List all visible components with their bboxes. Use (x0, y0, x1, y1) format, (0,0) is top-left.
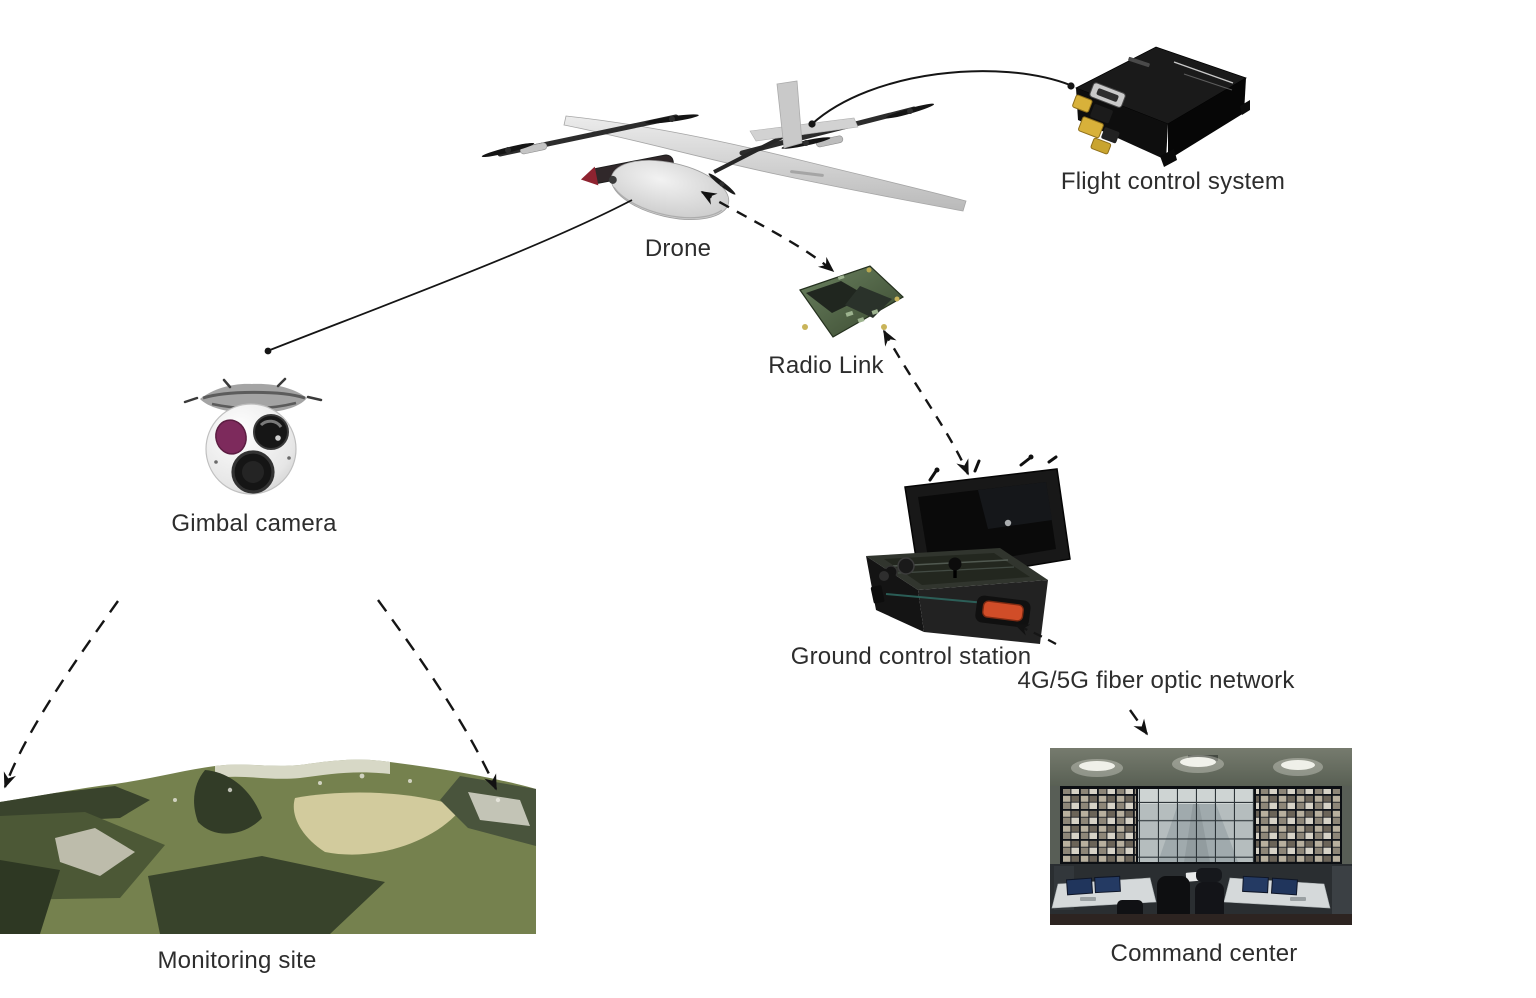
connector-network-command-center (1129, 709, 1148, 736)
connector-network-ground-station (1014, 623, 1057, 645)
pcb-components (837, 275, 879, 323)
drone-wing (563, 115, 967, 212)
gcs-joystick (948, 557, 962, 571)
gimbal-ir-window (215, 419, 247, 455)
drone-label: Drone (644, 235, 712, 262)
connector-drone-gimbal (269, 199, 633, 351)
radio-link-illustration (799, 265, 905, 338)
video-wall-left-tiles (1063, 789, 1136, 862)
gimbal-mount-legs (183, 377, 323, 404)
monitoring-site-photo (0, 759, 536, 934)
ground-control-station-label: Ground control station (790, 643, 1032, 670)
connectors (3, 70, 1148, 791)
gcs-latch (975, 595, 1031, 628)
drone-tail-boom (713, 131, 791, 174)
flight-control-system-label: Flight control system (1060, 168, 1286, 195)
connector-drone-flight-control (811, 70, 1071, 125)
connector-radio-link-ground-station (882, 329, 970, 476)
monitoring-site-label: Monitoring site (157, 947, 317, 974)
gimbal-camera-illustration (183, 377, 323, 495)
command-center-label: Command center (1110, 940, 1298, 967)
network-label: 4G/5G fiber optic network (1017, 667, 1295, 694)
command-center-photo (1050, 748, 1352, 925)
video-wall-right-tiles (1256, 789, 1340, 862)
flight-control-box-illustration (1072, 46, 1250, 167)
connector-camera-site-left-arc (3, 600, 119, 789)
gimbal-camera-label: Gimbal camera (171, 510, 337, 537)
video-wall-center (1138, 789, 1254, 862)
drone-vertical-fin (776, 80, 803, 149)
drone-lift-propellers (481, 103, 935, 158)
fcs-connectors (1072, 82, 1126, 155)
drone-horizontal-stabilizer (749, 117, 859, 142)
radio-link-label: Radio Link (768, 352, 884, 379)
connector-camera-site-right-arc (377, 599, 498, 791)
ceiling-lights (1071, 755, 1323, 777)
snow-specks (173, 773, 501, 803)
drone-illustration (481, 80, 967, 220)
connector-drone-radio-link (700, 190, 835, 273)
ground-control-station-illustration (866, 454, 1071, 644)
